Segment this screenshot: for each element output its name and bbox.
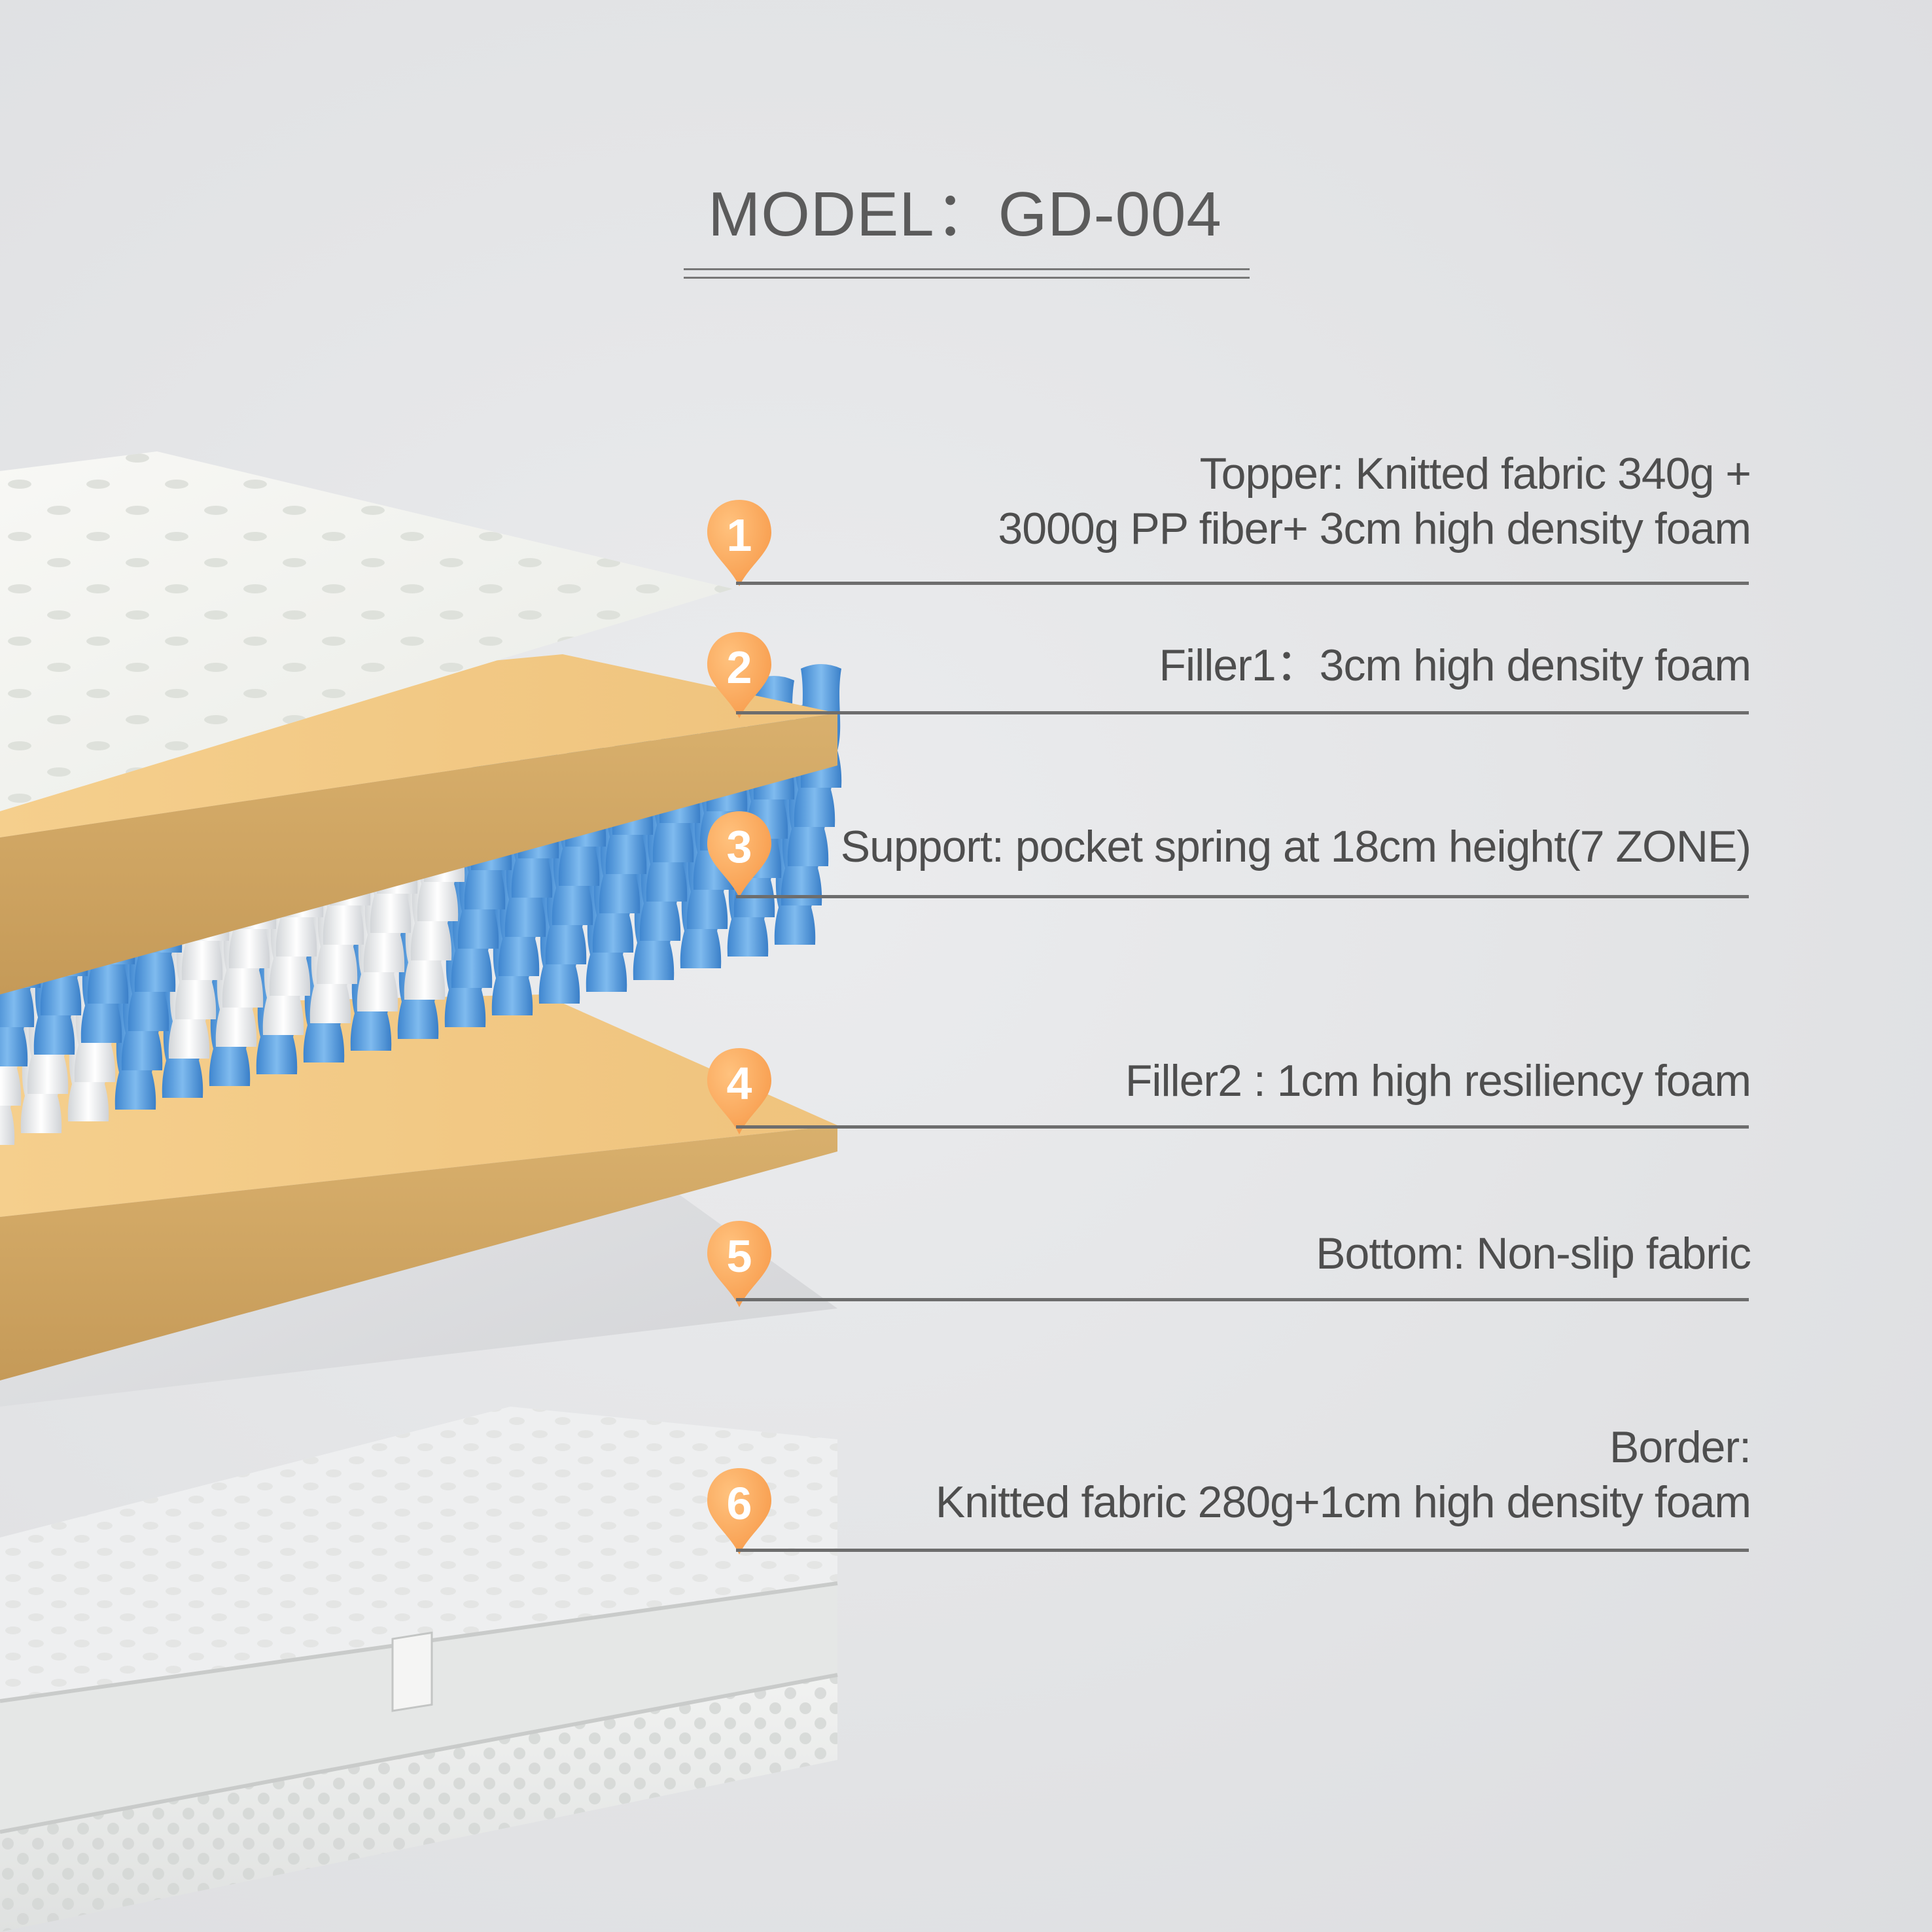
layer-description: Border:Knitted fabric 280g+1cm high dens… xyxy=(936,1420,1751,1530)
layer-number: 3 xyxy=(726,821,752,872)
layer-number: 1 xyxy=(726,510,752,561)
layer-description: Filler2 : 1cm high resiliency foam xyxy=(1125,1053,1751,1108)
layer-description-line: Topper: Knitted fabric 340g + xyxy=(1199,449,1751,499)
map-pin-icon: 6 xyxy=(703,1466,775,1557)
layer-number: 2 xyxy=(726,642,752,693)
layer-number: 4 xyxy=(726,1058,752,1109)
layer-description-line: Filler1：3cm high density foam xyxy=(1159,641,1751,690)
layer-number: 5 xyxy=(726,1231,752,1282)
layer-description-line: 3000g PP fiber+ 3cm high density foam xyxy=(998,504,1751,553)
map-pin-icon: 4 xyxy=(703,1045,775,1137)
callout-leader-line xyxy=(736,582,1749,585)
layer-description-line: Bottom: Non-slip fabric xyxy=(1316,1229,1751,1278)
callout-leader-line xyxy=(736,711,1749,714)
callout-leader-line xyxy=(736,1549,1749,1552)
map-pin-icon: 5 xyxy=(703,1218,775,1310)
map-pin-icon: 2 xyxy=(703,629,775,721)
callout-leader-line xyxy=(736,895,1749,898)
layer-description-line: Support: pocket spring at 18cm height(7 … xyxy=(840,822,1751,871)
layer-description: Filler1：3cm high density foam xyxy=(1159,638,1751,693)
callout-leader-line xyxy=(736,1125,1749,1129)
title-underline-second xyxy=(684,277,1250,279)
title-underline xyxy=(684,268,1250,270)
assembled-mattress xyxy=(0,1407,838,1932)
model-title: MODEL：GD-004 xyxy=(708,179,1222,249)
layer-description-line: Filler2 : 1cm high resiliency foam xyxy=(1125,1056,1751,1106)
callout-leader-line xyxy=(736,1298,1749,1301)
layer-description: Topper: Knitted fabric 340g + 3000g PP fi… xyxy=(998,446,1751,556)
topper-layer xyxy=(0,451,733,811)
layer-number: 6 xyxy=(726,1478,752,1529)
layer-description-line: Border: xyxy=(1609,1422,1751,1472)
layer-description: Support: pocket spring at 18cm height(7 … xyxy=(841,819,1751,874)
layer-description-line: Knitted fabric 280g+1cm high density foa… xyxy=(935,1477,1751,1527)
map-pin-icon: 3 xyxy=(703,809,775,900)
layer-description: Bottom: Non-slip fabric xyxy=(1316,1226,1751,1281)
map-pin-icon: 1 xyxy=(703,497,775,589)
